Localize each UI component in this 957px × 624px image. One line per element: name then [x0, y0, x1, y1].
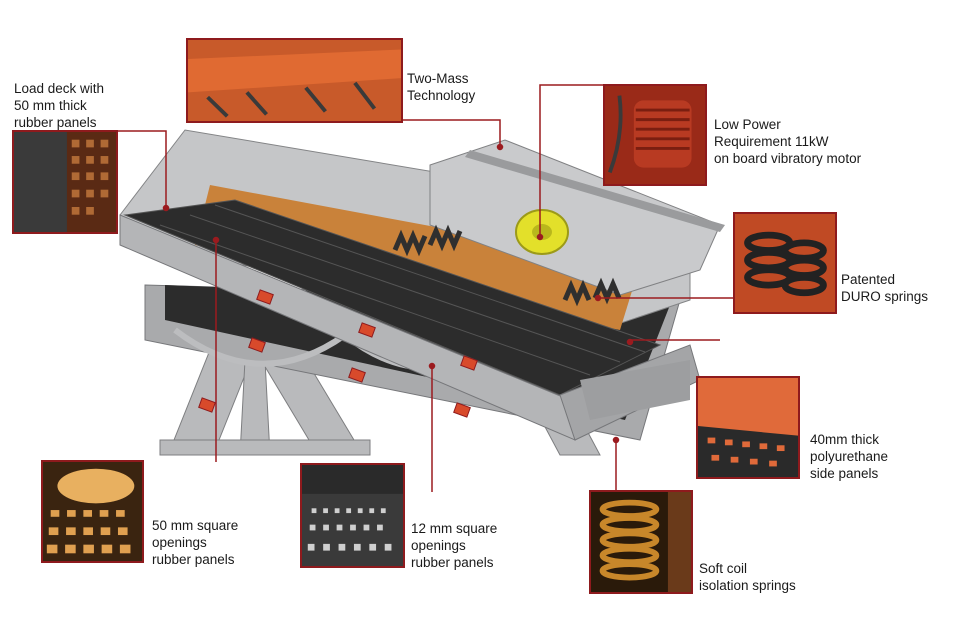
label-line: Requirement 11kW	[714, 134, 829, 149]
label-line: on board vibratory motor	[714, 151, 862, 166]
label-12mm-panels: 12 mm square openings rubber panels	[411, 520, 497, 571]
label-line: Two-Mass	[407, 71, 469, 86]
label-line: Patented	[841, 272, 896, 287]
label-line: Technology	[407, 88, 476, 103]
inset-soft-coil-photo	[589, 490, 693, 594]
label-50mm-panels: 50 mm square openings rubber panels	[152, 517, 238, 568]
label-two-mass: Two-Mass Technology	[407, 70, 475, 104]
label-side-panels: 40mm thick polyurethane side panels	[810, 431, 888, 482]
label-line: Load deck with	[14, 81, 105, 96]
label-load-deck: Load deck with 50 mm thick rubber panels	[14, 80, 104, 131]
inset-side-panels-photo	[696, 376, 800, 479]
inset-two-mass-photo	[186, 38, 403, 123]
front-wall	[119, 214, 701, 441]
label-line: openings	[152, 535, 207, 550]
label-line: 50 mm thick	[14, 98, 87, 113]
red-gussets	[198, 289, 478, 418]
motor-housing	[429, 139, 725, 296]
label-line: Soft coil	[699, 561, 748, 576]
label-line: 40mm thick	[810, 432, 880, 447]
label-line: side panels	[810, 466, 879, 481]
upper-deck	[123, 199, 662, 396]
inset-50mm-panel-photo	[41, 460, 144, 563]
label-line: rubber panels	[152, 552, 235, 567]
label-line: polyurethane	[810, 449, 889, 464]
inset-load-deck-photo	[12, 130, 118, 234]
inset-12mm-panel-photo	[300, 463, 405, 568]
label-soft-coil: Soft coil isolation springs	[699, 560, 796, 594]
label-line: rubber panels	[14, 115, 97, 130]
inset-duro-springs-photo	[733, 212, 837, 314]
label-line: isolation springs	[699, 578, 796, 593]
label-line: openings	[411, 538, 466, 553]
label-line: DURO springs	[841, 289, 929, 304]
callout-lines	[117, 84, 733, 492]
vibratory-motor	[515, 209, 569, 255]
label-line: 12 mm square	[411, 521, 498, 536]
label-low-power: Low Power Requirement 11kW on board vibr…	[714, 116, 861, 167]
inset-motor-photo	[603, 84, 707, 186]
label-line: 50 mm square	[152, 518, 239, 533]
label-duro-springs: Patented DURO springs	[841, 271, 928, 305]
label-line: rubber panels	[411, 555, 494, 570]
label-line: Low Power	[714, 117, 781, 132]
